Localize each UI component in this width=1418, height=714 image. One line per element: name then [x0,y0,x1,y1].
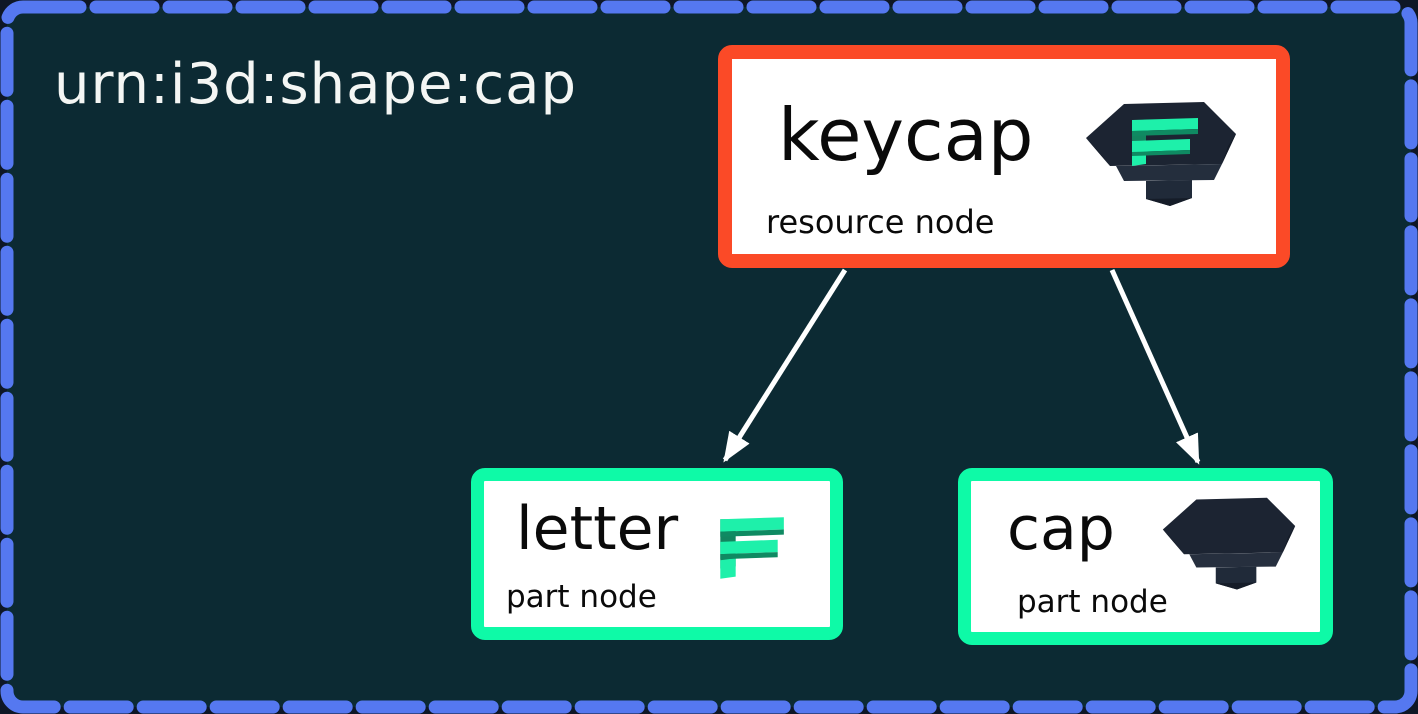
keycap-letter-f-glyph [1132,118,1198,166]
node-keycap-label: keycap [778,93,1034,177]
cap-3d-icon [1162,497,1296,590]
node-letter: letter part node [471,468,843,640]
node-cap: cap part node [958,468,1333,645]
diagram-title: urn:i3d:shape:cap [54,52,577,117]
node-cap-type-label: part node [1017,584,1168,620]
node-letter-type-label: part node [506,579,657,615]
node-keycap-type-label: resource node [766,203,995,241]
edge-keycap-cap [1109,268,1201,465]
node-cap-label: cap [1007,494,1115,564]
node-keycap: keycap resource node [718,45,1290,268]
edge-arrows [722,268,1201,465]
edge-keycap-letter [722,268,848,463]
node-letter-label: letter [516,494,679,564]
keycap-3d-icon [1086,102,1236,206]
letter-f-3d-icon [720,517,784,579]
